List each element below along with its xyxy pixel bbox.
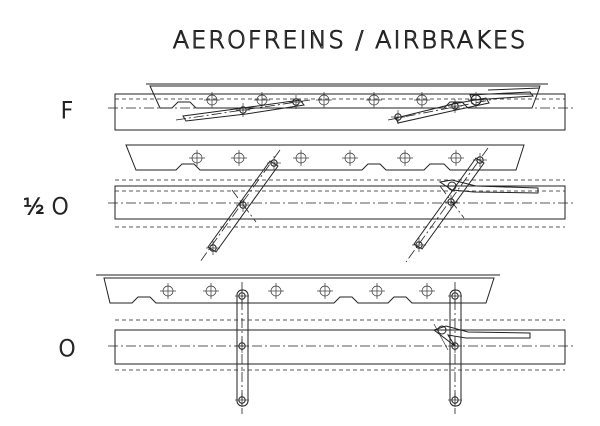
linkage-rear-o — [432, 282, 531, 414]
linkage-rear-half — [405, 147, 539, 263]
position-label-o: O — [58, 337, 75, 362]
linkage-front-o — [234, 282, 250, 414]
wing-box-f — [114, 93, 566, 131]
drawing-title: AEROFREINS / AIRBRAKES — [173, 26, 528, 54]
position-label-f: F — [61, 99, 74, 124]
position-f: F — [60, 83, 575, 131]
linkage-rear-f — [387, 87, 541, 125]
position-half: ½ O — [23, 144, 575, 263]
linkage-front-f — [175, 94, 311, 122]
position-label-half: ½ O — [23, 195, 69, 220]
brake-plate-half — [125, 144, 525, 171]
brake-plate-o — [103, 277, 495, 304]
wing-box-half — [114, 185, 566, 220]
wing-box-o — [114, 329, 566, 365]
position-o: O — [58, 274, 575, 414]
linkage-front-half — [199, 149, 282, 263]
